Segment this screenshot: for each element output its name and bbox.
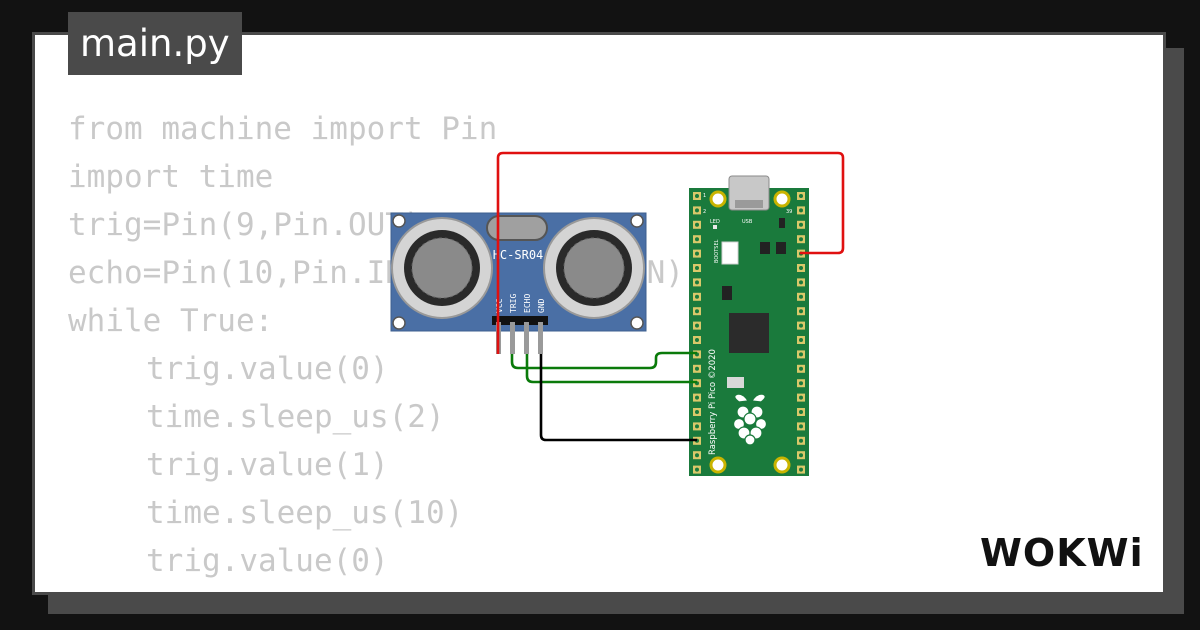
wokwi-logo-text: WOKWi: [980, 531, 1144, 575]
gpio-pin-hole: [799, 366, 803, 371]
mount-hole: [392, 316, 406, 330]
gpio-pin-hole: [695, 294, 699, 299]
pico-silkscreen: Raspberry Pi Pico ©2020: [708, 349, 718, 455]
mount-hole: [709, 456, 727, 474]
raspberry-pi-pico[interactable]: LED USB 1 2 39 BOOTSEL Raspberry Pi Pico…: [689, 175, 809, 476]
code-line: from machine import Pin: [68, 111, 498, 147]
gpio-pin-hole: [695, 338, 699, 342]
wire-vcc[interactable]: [496, 151, 845, 354]
gpio-pin-hole: [799, 395, 803, 400]
gpio-pin-hole: [695, 194, 699, 198]
mount-hole: [630, 316, 644, 330]
wire-echo[interactable]: [525, 354, 697, 384]
code-line: import time: [68, 159, 274, 195]
gpio-pin-hole: [695, 467, 699, 472]
usb-label: USB: [742, 219, 753, 225]
code-line: time.sleep_us(2): [146, 399, 445, 435]
file-tab[interactable]: main.py: [68, 12, 242, 75]
gpio-pin-hole: [695, 280, 699, 285]
wires[interactable]: [496, 151, 845, 442]
gpio-pin-hole: [695, 208, 699, 213]
gpio-pin-hole: [799, 381, 803, 386]
mount-hole: [392, 214, 406, 228]
wire-trig[interactable]: [510, 351, 697, 370]
gpio-pin-hole: [799, 410, 803, 414]
gpio-pin-hole: [695, 222, 699, 227]
code-line: duration=machine.time_pulse_us(echo,1): [68, 585, 855, 592]
gpio-pin-hole: [799, 323, 803, 328]
code-line: while True:: [68, 303, 274, 339]
led-icon: [713, 225, 717, 229]
crystal-oscillator: [486, 215, 548, 241]
gpio-pin-hole: [799, 294, 803, 299]
gpio-pin-hole: [799, 438, 803, 443]
transducer-left: [391, 217, 493, 319]
gpio-pin-hole: [695, 323, 699, 328]
rp2040-chip: [729, 313, 769, 353]
pin1-label: 1: [703, 193, 706, 199]
gpio-pin-hole: [695, 366, 699, 371]
raspberry-logo-icon: [732, 393, 768, 446]
sensor-model-label: HC-SR04: [493, 248, 544, 262]
component: [722, 286, 732, 300]
gpio-pin-hole: [695, 410, 699, 414]
gpio-pin-hole: [695, 424, 699, 429]
gpio-pin-hole: [695, 453, 699, 458]
gpio-pin-hole: [799, 352, 803, 357]
transducer-right: [543, 217, 645, 319]
gpio-pin-hole: [799, 280, 803, 285]
gpio-pin-hole: [799, 453, 803, 458]
gpio-pin-hole: [799, 194, 803, 198]
gpio-pin-hole: [695, 395, 699, 400]
component: [727, 377, 744, 388]
pin39-label: 39: [786, 209, 792, 215]
gpio-pin-hole: [799, 338, 803, 342]
gpio-pin-hole: [695, 251, 699, 256]
component: [779, 218, 785, 228]
gpio-pin-hole: [799, 237, 803, 242]
code-line: trig=Pin(9,Pin.OUT): [68, 207, 423, 243]
mount-hole: [773, 456, 791, 474]
component: [776, 242, 786, 254]
mount-hole: [709, 190, 727, 208]
wokwi-logo: WOKWi: [980, 531, 1144, 575]
pin-label-echo: ECHO: [523, 294, 532, 313]
gpio-pin-hole: [695, 266, 699, 270]
pin2-label: 2: [703, 209, 706, 215]
gpio-pin-hole: [799, 222, 803, 227]
led-label: LED: [710, 219, 720, 225]
hc-sr04-sensor[interactable]: HC-SR04 VCC TRIG ECHO GND: [390, 212, 647, 354]
gpio-pin-hole: [799, 467, 803, 472]
gpio-pin-hole: [695, 237, 699, 242]
component: [760, 242, 770, 254]
gpio-pin-hole: [799, 208, 803, 213]
mount-hole: [630, 214, 644, 228]
gpio-pin-hole: [799, 309, 803, 314]
wire-gnd[interactable]: [539, 354, 697, 442]
gpio-pin-hole: [799, 424, 803, 429]
bootsel-button[interactable]: [721, 241, 739, 265]
bootsel-label: BOOTSEL: [714, 239, 720, 263]
sensor-header-pins[interactable]: [492, 316, 548, 354]
mount-hole: [773, 190, 791, 208]
code-line: trig.value(1): [146, 447, 389, 483]
pin-label-gnd: GND: [537, 298, 546, 313]
gpio-pin-hole: [799, 266, 803, 270]
code-line: time.sleep_us(10): [146, 495, 464, 531]
gpio-pin-hole: [695, 309, 699, 314]
code-line: trig.value(0): [146, 543, 389, 579]
code-line: trig.value(0): [146, 351, 389, 387]
pin-label-trig: TRIG: [509, 294, 518, 313]
pin-label-vcc: VCC: [495, 298, 504, 313]
